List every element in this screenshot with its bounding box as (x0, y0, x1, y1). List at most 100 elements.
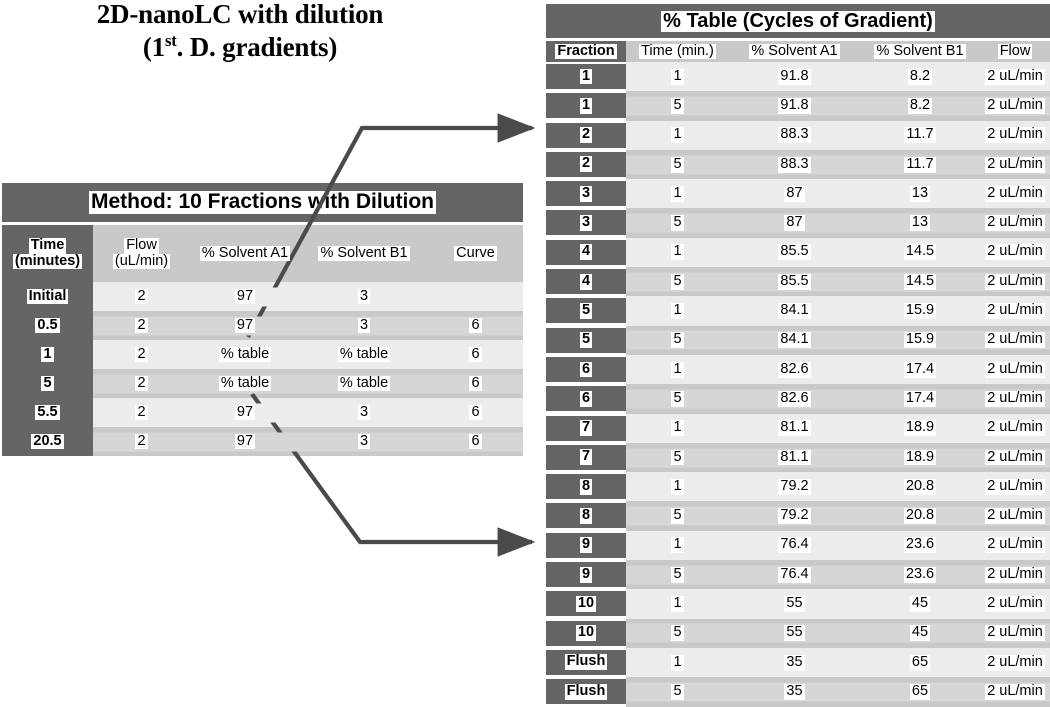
method-cell-solvent-a1: % table (190, 340, 300, 369)
cell-text: 6 (469, 403, 482, 421)
percent-cell-fraction: 1 (546, 64, 626, 89)
method-cell-solvent-a1: 97 (190, 398, 300, 427)
cell-text: 8.2 (907, 67, 933, 85)
percent-cell-time: 5 (626, 442, 729, 473)
cell-text: 3 (357, 287, 371, 305)
method-cell-solvent-b1: 3 (300, 427, 428, 456)
cell-text: 7 (579, 448, 593, 466)
cell-text: 20.5 (31, 432, 64, 450)
cell-text: 8 (579, 477, 593, 495)
cell-text: 82.6 (778, 389, 811, 407)
percent-cell-solvent-a1: 85.5 (729, 267, 860, 297)
cell-text: 6 (469, 432, 482, 450)
percent-cell-solvent-b1: 18.9 (860, 442, 980, 473)
percent-cell-solvent-a1: 82.6 (729, 384, 860, 414)
cell-band (428, 287, 523, 306)
percent-cell-solvent-b1: 65 (860, 677, 980, 707)
percent-cell-flow: 2 uL/min (980, 208, 1050, 238)
cell-text: 1 (671, 536, 684, 554)
cell-text: 2 uL/min (985, 184, 1045, 202)
method-cell-solvent-a1: 97 (190, 311, 300, 340)
cell-text: 17.4 (903, 360, 937, 378)
percent-cell-solvent-a1: 79.2 (729, 472, 860, 502)
percent-cell-flow: 2 uL/min (980, 530, 1050, 561)
percent-cell-solvent-b1: 17.4 (860, 354, 980, 385)
percent-cell-solvent-a1: 81.1 (729, 442, 860, 473)
cell-text: 6 (469, 316, 482, 334)
percent-cell-flow: 2 uL/min (980, 618, 1050, 648)
method-cell-solvent-b1: 3 (300, 282, 428, 311)
cell-text: Initial (26, 287, 69, 305)
percent-cell-solvent-a1: 88.3 (729, 149, 860, 180)
cell-text: 9 (579, 536, 593, 554)
cell-text: 35 (784, 653, 805, 671)
cell-text: 2 uL/min (985, 595, 1045, 612)
cell-text: 2 (579, 155, 593, 173)
percent-table: % Table (Cycles of Gradient) Fraction Ti… (546, 4, 1050, 707)
percent-cell-time: 5 (626, 208, 729, 238)
percent-cell-fraction: 2 (546, 122, 626, 148)
method-cell-curve: 6 (428, 398, 523, 427)
percent-cell-flow: 2 uL/min (980, 354, 1050, 385)
percent-cell-flow: 2 uL/min (980, 384, 1050, 414)
cell-text: 11.7 (904, 126, 936, 144)
cell-text: Flush (564, 682, 608, 700)
percent-cell-flow: 2 uL/min (980, 501, 1050, 531)
percent-cell-fraction: 10 (546, 620, 626, 646)
percent-cell-solvent-a1: 81.1 (729, 413, 860, 443)
percent-cell-solvent-b1: 13 (860, 179, 980, 209)
percent-cell-fraction: 1 (546, 93, 626, 119)
percent-cell-solvent-a1: 85.5 (729, 237, 860, 268)
method-col-solvent-b1: % Solvent B1 (300, 225, 428, 282)
cell-text: 5 (671, 331, 684, 349)
percent-cell-solvent-b1: 23.6 (860, 560, 980, 590)
percent-cell-fraction: Flush (546, 679, 626, 705)
cell-text: 2 uL/min (985, 331, 1045, 349)
cell-text: 76.4 (778, 565, 811, 583)
cell-text: 15.9 (903, 331, 937, 349)
percent-cell-solvent-b1: 18.9 (860, 413, 980, 443)
cell-text: 18.9 (903, 419, 937, 437)
cell-text: 55 (784, 624, 805, 642)
percent-cell-fraction: Flush (546, 649, 626, 675)
method-col-flow: Flow (uL/min) (93, 225, 190, 282)
percent-cell-solvent-a1: 82.6 (729, 354, 860, 385)
cell-text: 2 uL/min (985, 126, 1045, 144)
percent-cell-solvent-b1: 14.5 (860, 267, 980, 297)
cell-text: 8.2 (907, 96, 933, 114)
cell-text: 79.2 (778, 477, 811, 495)
cell-text: 2 uL/min (985, 682, 1045, 700)
cell-text: 81.1 (778, 419, 811, 437)
cell-text: 45 (909, 595, 931, 612)
cell-text: 20.8 (903, 507, 937, 525)
cell-text: 23.6 (903, 536, 937, 554)
percent-cell-fraction: 4 (546, 239, 626, 265)
cell-text: 1 (671, 67, 684, 85)
cell-text: % table (337, 374, 391, 392)
percent-cell-solvent-b1: 8.2 (860, 62, 980, 92)
cell-text: 2 uL/min (985, 360, 1045, 378)
cell-text: 5 (671, 96, 684, 114)
method-cell-solvent-b1: % table (300, 340, 428, 369)
method-table-title: Method: 10 Fractions with Dilution (2, 183, 523, 222)
cell-text: 18.9 (903, 448, 937, 466)
cell-text: 23.6 (903, 565, 937, 583)
cell-text: 1 (671, 243, 684, 261)
cell-text: 5 (579, 331, 593, 349)
cell-text: 5.5 (35, 403, 60, 421)
cell-text: 5 (671, 682, 684, 700)
page-title: 2D-nanoLC with dilution (1st. D. gradien… (30, 0, 450, 65)
percent-cell-fraction: 8 (546, 474, 626, 500)
